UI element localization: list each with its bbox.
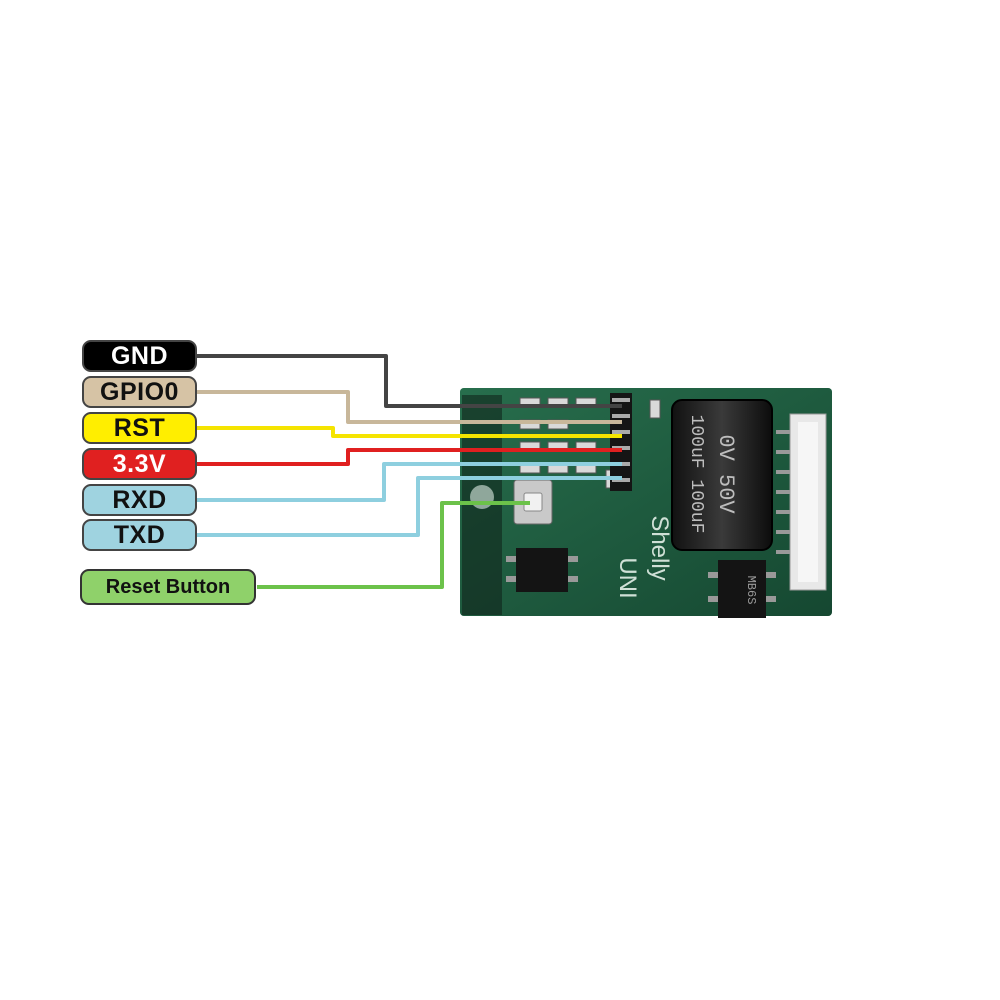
silkscreen-uni: UNI xyxy=(614,557,641,598)
board-connector xyxy=(776,413,827,591)
wire-gpio0 xyxy=(197,390,622,424)
ic-chip-left xyxy=(506,548,578,592)
pin-label-rst: RST xyxy=(82,412,197,444)
wires xyxy=(197,354,622,589)
pin-label-gpio0: GPIO0 xyxy=(82,376,197,408)
wire-3v3 xyxy=(197,448,622,466)
wire-gnd xyxy=(197,354,622,408)
reset-button-label: Reset Button xyxy=(80,569,256,605)
wire-rst xyxy=(197,426,622,438)
electrolytic-capacitor: 0V 50V 100uF 100uF xyxy=(671,399,773,551)
capacitor-text-2: 100uF 100uF xyxy=(686,415,706,534)
shelly-uni-board: MB6S 0V 50V 100uF 100uF Shelly UNI xyxy=(460,388,832,618)
pin-label-gnd: GND xyxy=(82,340,197,372)
capacitor-text-1: 0V 50V xyxy=(713,434,738,514)
wire-txd xyxy=(197,476,622,537)
chip-marking: MB6S xyxy=(744,576,758,605)
wire-rxd xyxy=(197,462,622,502)
wire-reset-button xyxy=(257,501,530,589)
bridge-rectifier: MB6S xyxy=(708,560,776,618)
pin-label-3v3: 3.3V xyxy=(82,448,197,480)
pin-label-txd: TXD xyxy=(82,519,197,551)
silkscreen-shelly: Shelly xyxy=(646,515,673,580)
led xyxy=(470,485,494,509)
pin-label-rxd: RXD xyxy=(82,484,197,516)
